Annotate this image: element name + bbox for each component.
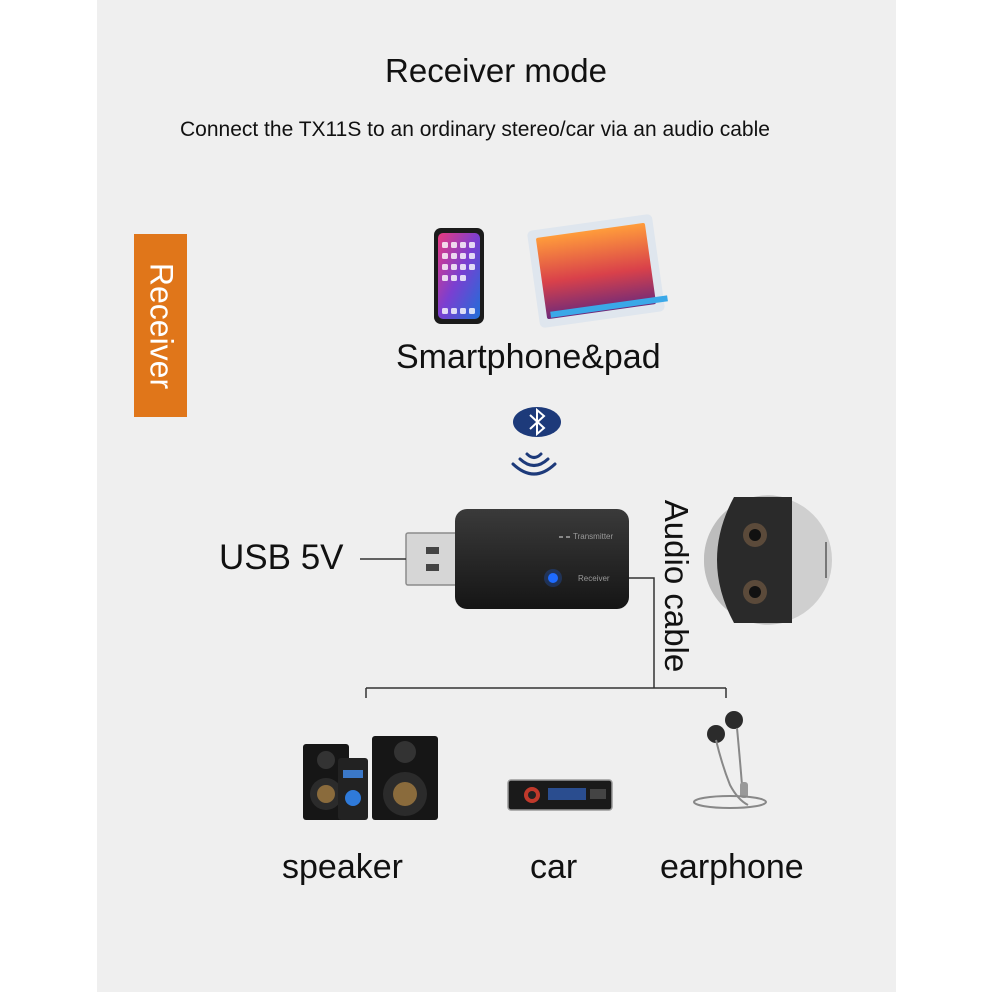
page-subtitle: Connect the TX11S to an ordinary stereo/… <box>180 118 770 141</box>
page-title: Receiver mode <box>385 52 607 89</box>
source-devices-label: Smartphone&pad <box>396 338 661 376</box>
speaker-icon <box>303 736 438 820</box>
output-label-speaker: speaker <box>282 848 403 886</box>
output-label-car: car <box>530 848 578 886</box>
earphone-icon <box>693 711 767 809</box>
audio-cable-lines <box>365 577 727 698</box>
audio-cable-label: Audio cable <box>658 499 695 673</box>
receiver-side-tag: Receiver <box>134 234 187 417</box>
wireless-signal-icon <box>511 452 557 476</box>
smartphone-icon <box>434 228 484 324</box>
usb-connector <box>405 532 463 586</box>
bluetooth-adapter-device <box>455 509 629 609</box>
bluetooth-icon <box>513 407 561 437</box>
usb-power-label: USB 5V <box>219 538 344 577</box>
car-stereo-icon <box>507 779 613 811</box>
receiver-mode-label: Receiver <box>578 574 610 583</box>
transmitter-mode-label: Transmitter <box>573 532 614 541</box>
audio-jack-closeup <box>703 495 832 625</box>
tablet-icon <box>527 214 668 328</box>
output-label-earphone: earphone <box>660 848 804 886</box>
